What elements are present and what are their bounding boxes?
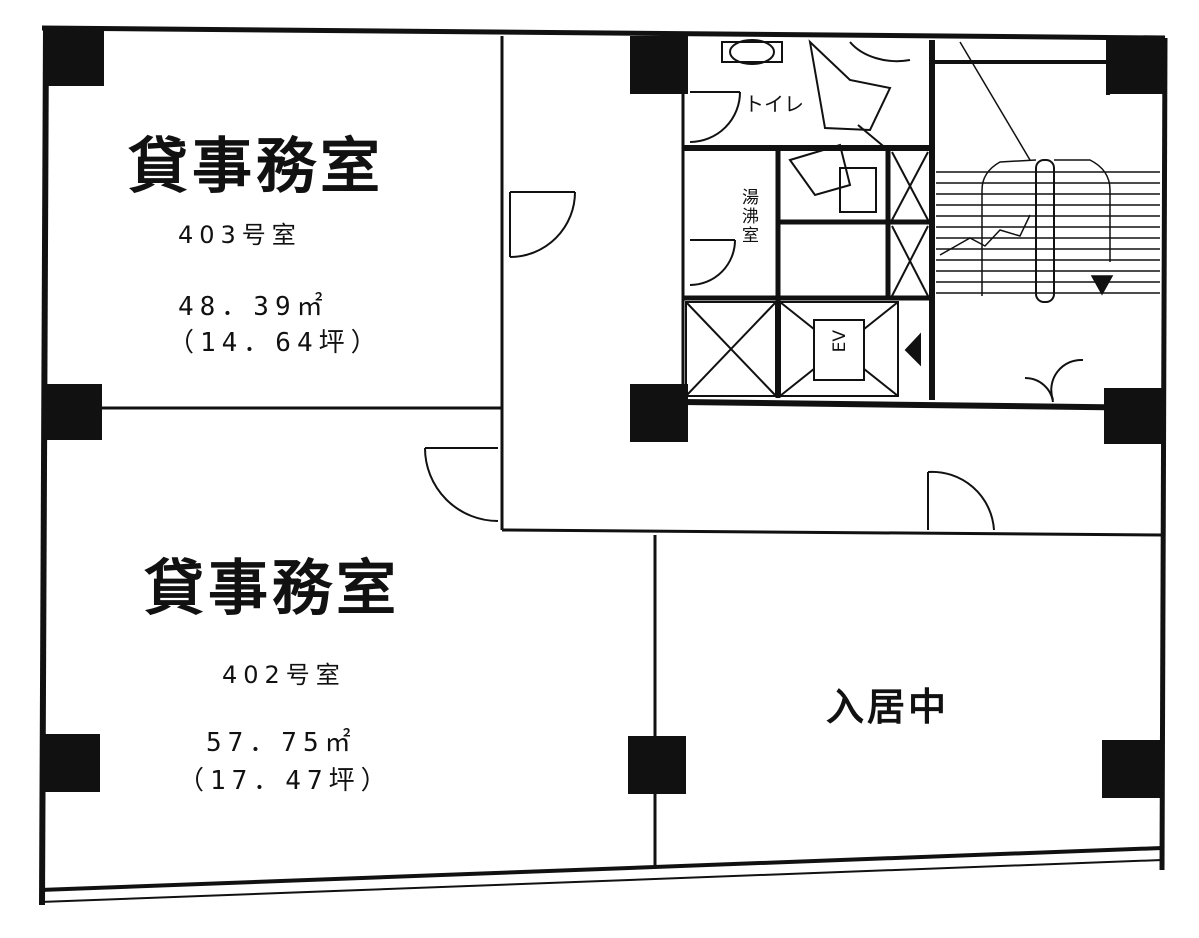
room-402-area-tsubo: （17．47坪） bbox=[178, 766, 393, 796]
interior-walls bbox=[46, 36, 1163, 866]
staircase bbox=[936, 41, 1160, 303]
toilet-label: トイレ bbox=[744, 92, 804, 116]
room-402-title: 貸事務室 bbox=[144, 554, 400, 624]
room-403-title: 貸事務室 bbox=[128, 132, 384, 202]
door-swings bbox=[424, 91, 1084, 531]
room-403-area-tsubo: （14．64坪） bbox=[168, 328, 383, 358]
structural-columns bbox=[42, 28, 1164, 798]
toilet-fixtures bbox=[721, 39, 911, 213]
room-403-area-m2: 48．39㎡ bbox=[178, 292, 329, 322]
occupied-label: 入居中 bbox=[826, 685, 950, 729]
room-403-number: 403号室 bbox=[178, 221, 302, 249]
room-402-area-m2: 57．75㎡ bbox=[206, 728, 357, 758]
kitchenette-label: 湯沸室 bbox=[738, 188, 758, 245]
room-402-number: 402号室 bbox=[222, 661, 346, 689]
elevator-label: EV bbox=[830, 330, 850, 353]
shaft-marks bbox=[685, 151, 929, 397]
